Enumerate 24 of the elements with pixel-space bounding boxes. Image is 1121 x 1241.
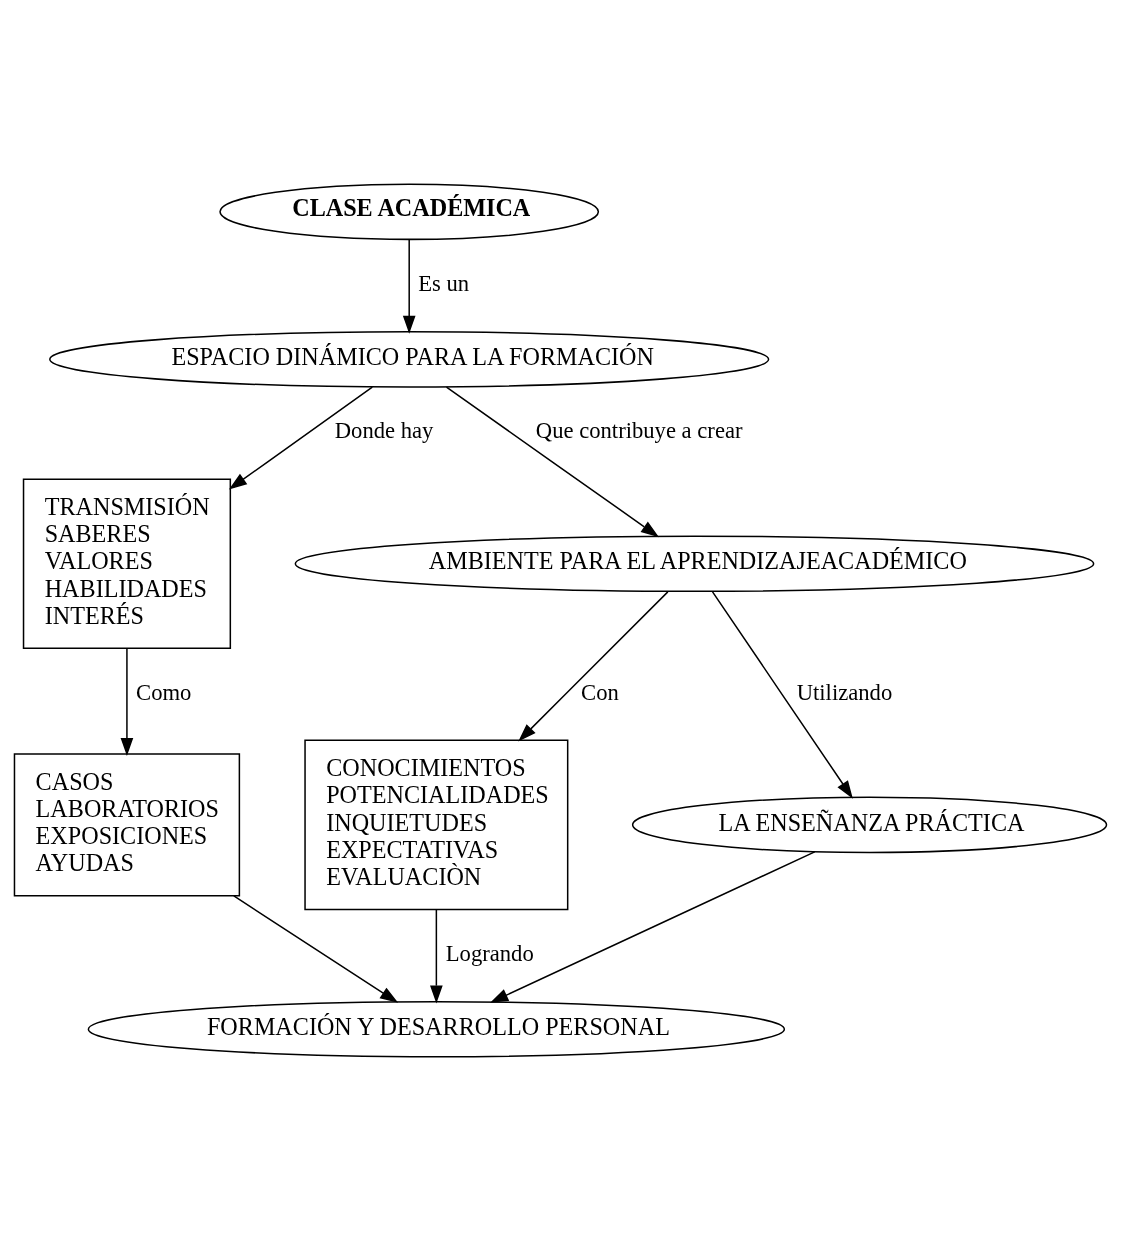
edge-label: Como [136, 679, 192, 705]
node-box: CONOCIMIENTOS POTENCIALIDADES INQUIETUDES EXPECTATIVAS EVALUACIÒN [304, 739, 569, 911]
edge-label: Con [581, 679, 619, 705]
arrow [711, 591, 853, 799]
node-ellipse: LA ENSEÑANZA PRÁCTICA [631, 796, 1108, 854]
node-ellipse: AMBIENTE PARA EL APRENDIZAJEACADÉMICO [294, 535, 1095, 593]
node-box: TRANSMISIÓN SABERES VALORES HABILIDADES INTERÉS [22, 478, 232, 649]
edge-label: Donde hay [334, 418, 434, 444]
node-ellipse: ESPACIO DINÁMICO PARA LA FORMACIÓN [49, 331, 770, 388]
edge-label: Utilizando [796, 679, 893, 705]
node-ellipse: FORMACIÓN Y DESARROLLO PERSONAL [87, 1000, 786, 1058]
arrow [518, 591, 669, 742]
edge-label: Es un [418, 270, 470, 296]
edge-label: Logrando [445, 940, 534, 966]
arrow [490, 851, 816, 1003]
arrow [228, 386, 374, 490]
edge-label: Que contribuye a crear [535, 418, 743, 444]
node-ellipse: CLASE ACADÉMICA [219, 183, 600, 241]
node-box: CASOS LABORATORIOS EXPOSICIONES AYUDAS [13, 753, 241, 897]
arrow [445, 386, 660, 538]
arrow [120, 647, 134, 757]
arrow [402, 239, 416, 334]
arrow [233, 895, 399, 1003]
arrow [430, 908, 443, 1004]
